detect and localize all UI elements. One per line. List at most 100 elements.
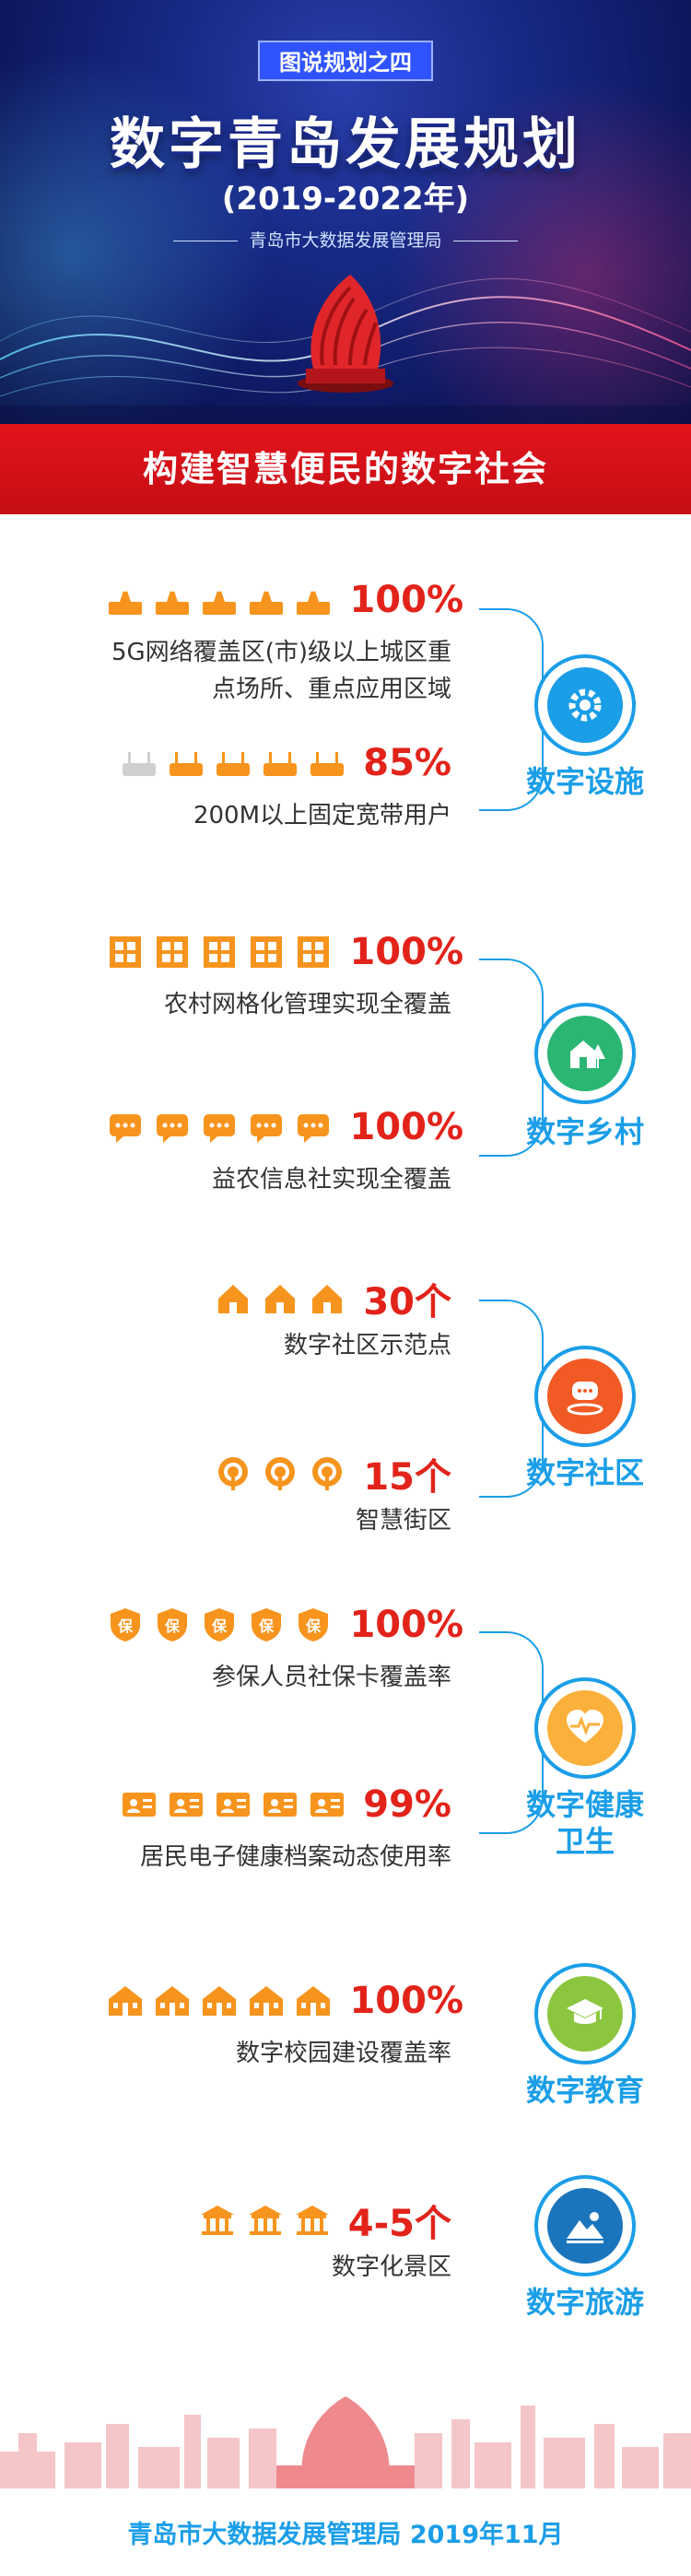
router-icon [264, 752, 298, 776]
category-badge [534, 1346, 636, 1447]
section-digital-community: 30个 数字社区示范点 15个 智慧街区 数字社区 [0, 1272, 691, 1548]
shield-icon-text: 保 [164, 1617, 181, 1635]
stat-description: 数字社区示范点 [283, 1332, 451, 1359]
icon-row [101, 582, 332, 618]
tower-icon [297, 585, 331, 615]
hero-banner: 图说规划之四 数字青岛发展规划 (2019-2022年) 青岛市大数据发展管理局 [0, 0, 691, 424]
icon-row: 保 保 保 保 保 [101, 1606, 332, 1643]
section-digital-village: 100% 农村网格化管理实现全覆盖 100% 益农信息社实现全覆盖 [0, 931, 691, 1217]
id-card-icon [264, 1793, 298, 1817]
stat-block: 99% 居民电子健康档案动态使用率 [101, 1783, 451, 1876]
gear-icon [568, 688, 602, 722]
home-icon [218, 1285, 249, 1313]
shield-bao-icon: 保 [205, 1608, 235, 1641]
grid-icon [157, 936, 189, 968]
stat-description: 参保人员社保卡覆盖率 [211, 1664, 451, 1691]
signal-icon [265, 1457, 296, 1490]
category-label: 数字设施 [525, 764, 644, 799]
chat-icon [204, 1114, 236, 1143]
community-chat-icon [567, 1382, 603, 1416]
stat-description: 智慧街区 [355, 1507, 451, 1535]
section-ribbon: 构建智慧便民的数字社会 [0, 424, 691, 514]
stat-description: 益农信息社实现全覆盖 [211, 1166, 451, 1194]
id-card-icon [216, 1793, 250, 1817]
shield-bao-icon: 保 [252, 1608, 282, 1641]
grid-icon [204, 936, 236, 968]
signal-icon [218, 1457, 249, 1490]
school-icon [297, 1986, 331, 2016]
ribbon-title: 构建智慧便民的数字社会 [142, 449, 548, 489]
id-card-icon [169, 1793, 203, 1817]
icon-row [193, 2202, 330, 2239]
shield-icon-text: 保 [117, 1617, 134, 1635]
icon-row [101, 1109, 332, 1146]
grid-icon [298, 936, 330, 968]
router-icon [169, 752, 203, 776]
category-label: 数字教育 [525, 2073, 644, 2108]
stat-block: 100% 数字校园建设覆盖率 [101, 1980, 463, 2072]
router-icon [310, 752, 345, 776]
shield-icon-text: 保 [211, 1617, 228, 1635]
category-badge [534, 2175, 636, 2276]
stat-block: 100% 5G网络覆盖区(市)级以上城区重点场所、重点应用区域 [101, 579, 463, 708]
stat-value: 99% [363, 1783, 451, 1826]
section-digital-health: 保 保 保 保 保 100% 参保人员社保卡覆盖率 99% [0, 1604, 691, 1908]
tower-icon [156, 585, 190, 615]
tower-icon [250, 585, 284, 615]
icon-row [209, 1455, 346, 1492]
stat-value: 100% [349, 1106, 464, 1148]
signal-icon [312, 1457, 343, 1490]
category-label: 数字健康卫生 [525, 1787, 644, 1859]
stat-value: 30个 [363, 1281, 451, 1323]
tower-icon [109, 585, 142, 615]
shield-icon-text: 保 [305, 1617, 322, 1635]
category-badge [534, 1677, 636, 1779]
stat-value: 100% [349, 579, 464, 621]
category-badge [534, 1963, 636, 2064]
router-icon [122, 752, 156, 776]
graduation-cap-icon [567, 1999, 603, 2024]
tower-icon [203, 585, 237, 615]
page-title: 数字青岛发展规划 [110, 112, 581, 177]
category-label: 数字旅游 [525, 2285, 644, 2320]
icon-row [209, 1280, 346, 1317]
school-icon [109, 1986, 142, 2016]
stat-description: 5G网络覆盖区(市)级以上城区重点场所、重点应用区域 [111, 639, 451, 703]
city-skyline-decoration [0, 2396, 691, 2488]
stat-value: 4-5个 [347, 2203, 451, 2245]
icon-row [115, 745, 346, 782]
school-icon [203, 1986, 237, 2016]
stat-block: 4-5个 数字化景区 [101, 2194, 451, 2286]
icon-row [101, 1982, 332, 2019]
stat-description: 200M以上固定宽带用户 [193, 802, 451, 829]
stat-value: 85% [363, 742, 451, 784]
chat-icon [157, 1114, 189, 1143]
chat-icon [110, 1114, 141, 1143]
school-icon [250, 1986, 284, 2016]
category-label: 数字社区 [525, 1455, 644, 1490]
school-icon [156, 1986, 190, 2016]
stat-description: 数字校园建设覆盖率 [235, 2040, 451, 2067]
shield-icon-text: 保 [258, 1617, 275, 1635]
grid-icon [110, 936, 141, 968]
tech-wave-decoration [0, 277, 691, 424]
temple-icon [248, 2205, 282, 2235]
heart-pulse-icon [567, 1710, 603, 1743]
shield-bao-icon: 保 [111, 1608, 140, 1641]
icon-row [115, 1786, 346, 1823]
house-tree-icon [570, 1041, 605, 1068]
footer: 青岛市大数据发展管理局 2019年11月 [0, 2488, 691, 2576]
shield-bao-icon: 保 [158, 1608, 188, 1641]
home-icon [265, 1285, 296, 1313]
stat-description: 数字化景区 [331, 2253, 451, 2281]
temple-icon [295, 2205, 329, 2235]
mountain-sun-icon [567, 2212, 603, 2243]
chat-icon [251, 1114, 283, 1143]
stat-value: 100% [349, 931, 464, 973]
stat-block: 保 保 保 保 保 100% 参保人员社保卡覆盖率 [101, 1604, 463, 1696]
shield-bao-icon: 保 [299, 1608, 329, 1641]
footer-text: 青岛市大数据发展管理局 2019年11月 [127, 2521, 564, 2549]
hero-org: 青岛市大数据发展管理局 [0, 227, 691, 252]
stat-value: 100% [349, 1980, 464, 2022]
stat-block: 15个 智慧街区 [101, 1447, 451, 1539]
